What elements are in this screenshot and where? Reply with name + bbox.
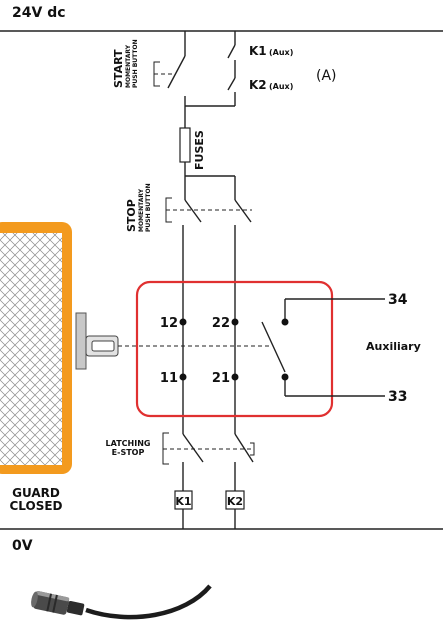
terminal-11: 11 (160, 371, 178, 386)
guard-mesh (0, 233, 62, 465)
guard-actuator (75, 312, 270, 370)
k1-aux-note: (Aux) (269, 48, 293, 57)
terminal-21: 21 (212, 371, 230, 386)
safety-contacts: 12 22 11 21 (160, 316, 239, 386)
latching-estop: LATCHING E-STOP (106, 432, 255, 465)
latching-label-2: E-STOP (112, 448, 145, 457)
terminal-34: 34 (388, 292, 408, 308)
fuses-label: FUSES (193, 130, 206, 170)
auxiliary-label: Auxiliary (366, 340, 421, 353)
fuse: FUSES (179, 127, 206, 170)
cable-connector-illustration (31, 584, 212, 620)
guard-label-2: CLOSED (9, 499, 62, 513)
right-column-wires (185, 31, 236, 529)
coil-k1 (174, 490, 193, 510)
start-title: START (112, 49, 125, 88)
stop-subtitle-1: MOMENTARY (138, 188, 145, 232)
terminal-33: 33 (388, 389, 407, 405)
stop-subtitle-2: PUSH BUTTON (145, 183, 152, 232)
start-subtitle-1: MOMENTARY (125, 44, 132, 88)
start-subtitle-2: PUSH BUTTON (132, 39, 139, 88)
latching-label-1: LATCHING (106, 439, 151, 448)
terminal-22: 22 (212, 316, 230, 331)
coil-k2-label: K2 (227, 495, 243, 508)
coil-k2 (225, 490, 245, 510)
safety-switch-frame (135, 280, 334, 418)
guard-door: GUARD CLOSED (0, 222, 72, 513)
terminal-12: 12 (160, 316, 178, 331)
guard-label-1: GUARD (12, 486, 60, 500)
aux-contacts: K1 (Aux) K2 (Aux) (A) (227, 44, 337, 92)
start-push-button: START MOMENTARY PUSH BUTTON (112, 39, 186, 89)
k1-aux-label: K1 (249, 44, 267, 58)
annotation-a: (A) (316, 68, 337, 84)
k2-aux-label: K2 (249, 78, 267, 92)
coil-k1-label: K1 (175, 495, 191, 508)
left-column-wires (182, 31, 235, 529)
auxiliary-contact: 34 33 Auxiliary (261, 292, 421, 405)
top-rail-label: 24V dc (12, 5, 66, 21)
coils: K1 K2 (174, 490, 245, 510)
stop-push-button: STOP MOMENTARY PUSH BUTTON (125, 183, 252, 232)
k2-aux-note: (Aux) (269, 82, 293, 91)
bottom-rail-label: 0V (12, 538, 33, 554)
stop-title: STOP (125, 199, 138, 232)
